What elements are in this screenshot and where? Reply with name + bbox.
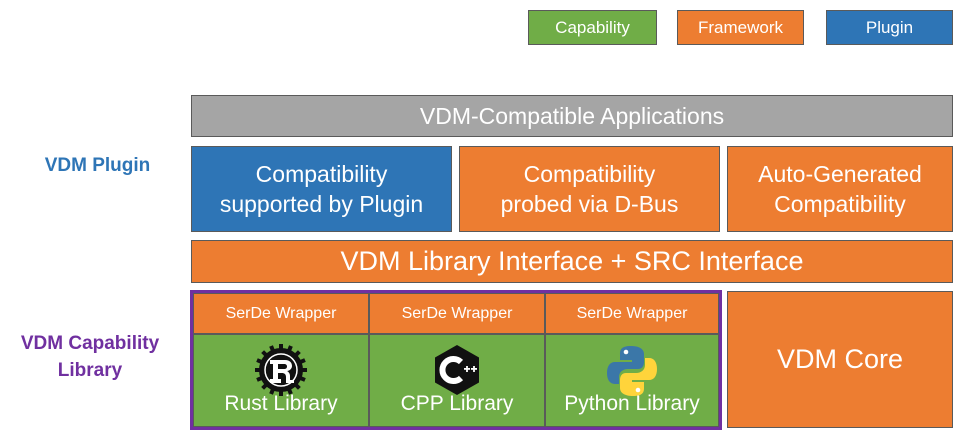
cpp-library-column: SerDe Wrapper CPP Library [369, 293, 545, 427]
dbus-compatibility-box: Compatibility probed via D-Bus [459, 146, 720, 232]
vdm-capability-library-label: VDM Capability Library [20, 333, 160, 381]
applications-layer: VDM-Compatible Applications [191, 95, 953, 137]
plugin-compatibility-box: Compatibility supported by Plugin [191, 146, 452, 232]
legend-capability: Capability [528, 10, 657, 45]
serde-wrapper: SerDe Wrapper [369, 293, 545, 334]
legend-plugin: Plugin [826, 10, 953, 45]
cpp-library-box: CPP Library [369, 334, 545, 427]
rust-library-column: SerDe Wrapper [193, 293, 369, 427]
python-library-label: Python Library [564, 392, 700, 415]
python-library-box: Python Library [545, 334, 719, 427]
rust-library-box: Rust Library [193, 334, 369, 427]
auto-generated-compatibility-box: Auto-Generated Compatibility [727, 146, 953, 232]
cpp-library-label: CPP Library [400, 392, 514, 415]
python-library-column: SerDe Wrapper Python Library [545, 293, 719, 427]
vdm-core-box: VDM Core [727, 291, 953, 428]
capability-library-group: SerDe Wrapper [190, 290, 722, 430]
rust-icon [255, 344, 307, 396]
serde-wrapper: SerDe Wrapper [545, 293, 719, 334]
interface-layer: VDM Library Interface + SRC Interface [191, 240, 953, 283]
cpp-icon [435, 345, 479, 395]
python-icon [607, 346, 657, 396]
legend-framework: Framework [677, 10, 804, 45]
vdm-plugin-label: VDM Plugin [44, 155, 151, 176]
rust-library-label: Rust Library [224, 392, 338, 415]
serde-wrapper: SerDe Wrapper [193, 293, 369, 334]
